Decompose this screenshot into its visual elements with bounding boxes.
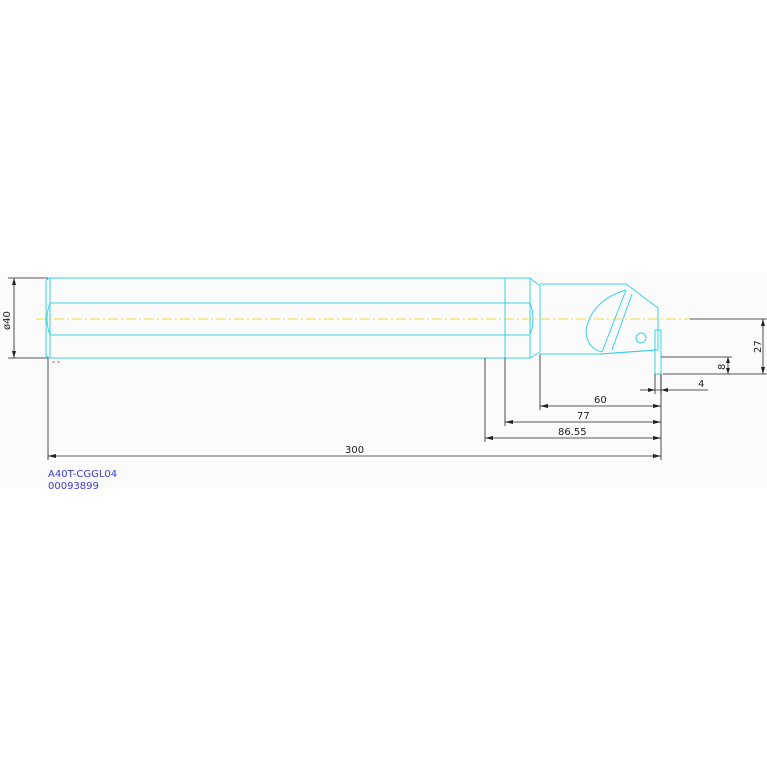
dim-total-length-label: 300 <box>345 445 364 456</box>
dim-diameter: ø40 <box>2 277 48 359</box>
dim-60-label: 60 <box>594 395 607 406</box>
dim-8-label: 8 <box>717 364 728 370</box>
dim-diameter-label: ø40 <box>2 311 13 330</box>
drawing-area <box>0 272 767 488</box>
dim-77: 77 <box>504 358 661 426</box>
dim-86-55: 86.55 <box>484 358 661 442</box>
dim-27: 27 <box>663 318 767 375</box>
screw-icon <box>635 332 647 344</box>
dim-4-label: 4 <box>698 379 704 390</box>
order-code: 00093899 <box>48 481 99 492</box>
part-number: A40T-CGGL04 <box>48 469 117 480</box>
tool-shank <box>45 277 541 359</box>
dim-60: 60 <box>539 354 661 410</box>
dim-total-length: 300 <box>47 358 662 460</box>
dim-77-label: 77 <box>577 411 590 422</box>
dim-4: 4 <box>640 374 708 394</box>
dim-27-label: 27 <box>753 340 764 353</box>
dim-86-55-label: 86.55 <box>558 427 587 438</box>
tool-head <box>540 283 662 375</box>
dim-8: 8 <box>661 356 732 374</box>
